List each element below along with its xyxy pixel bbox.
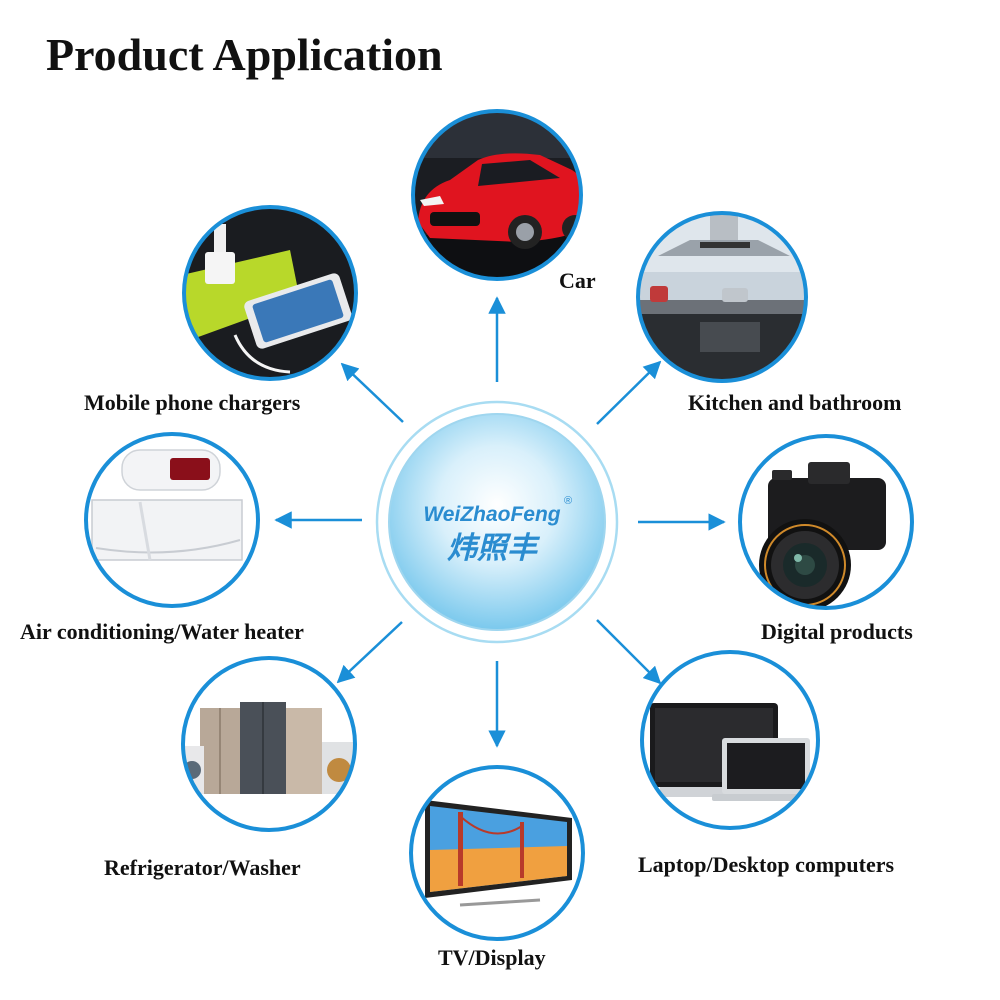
tv-node bbox=[409, 765, 585, 941]
label-refrigerator-washer: Refrigerator/Washer bbox=[104, 855, 301, 880]
label-car: Car bbox=[559, 268, 596, 293]
brand-name-cn: 炜照丰 bbox=[447, 531, 541, 566]
center-circle bbox=[388, 413, 606, 631]
refrigerator-icon bbox=[183, 702, 355, 794]
outer-ring bbox=[375, 400, 619, 644]
car-icon bbox=[418, 153, 581, 249]
arrow-fridge bbox=[336, 621, 403, 684]
arrow-computer bbox=[596, 619, 662, 685]
label-phone-chargers: Mobile phone chargers bbox=[84, 390, 301, 415]
tv-icon bbox=[425, 800, 572, 907]
registered-mark: ® bbox=[564, 495, 572, 507]
car-node bbox=[411, 109, 583, 281]
phone-node bbox=[182, 205, 358, 381]
arrows bbox=[274, 296, 726, 748]
arrow-kitchen bbox=[596, 360, 662, 425]
air-conditioner-icon bbox=[91, 449, 243, 561]
label-computers: Laptop/Desktop computers bbox=[638, 852, 895, 877]
label-tv-display: TV/Display bbox=[438, 945, 546, 970]
arrow-phone bbox=[340, 362, 404, 423]
center-logo: WeiZhaoFeng ® 炜照丰 bbox=[375, 400, 619, 644]
fridge-node bbox=[181, 656, 357, 832]
label-digital-products: Digital products bbox=[761, 619, 913, 644]
camera-node bbox=[738, 434, 914, 610]
range-hood-icon bbox=[658, 213, 790, 256]
brand-name-en: WeiZhaoFeng bbox=[423, 503, 560, 526]
computer-node bbox=[640, 650, 820, 830]
ac-node bbox=[84, 432, 260, 608]
camera-icon bbox=[759, 462, 886, 608]
label-ac-water-heater: Air conditioning/Water heater bbox=[20, 619, 304, 644]
label-kitchen-bathroom: Kitchen and bathroom bbox=[688, 390, 902, 415]
phone-charger-icon bbox=[184, 224, 352, 374]
computer-icon bbox=[650, 703, 818, 801]
kitchen-node bbox=[636, 211, 808, 383]
page-title: Product Application bbox=[46, 29, 443, 80]
